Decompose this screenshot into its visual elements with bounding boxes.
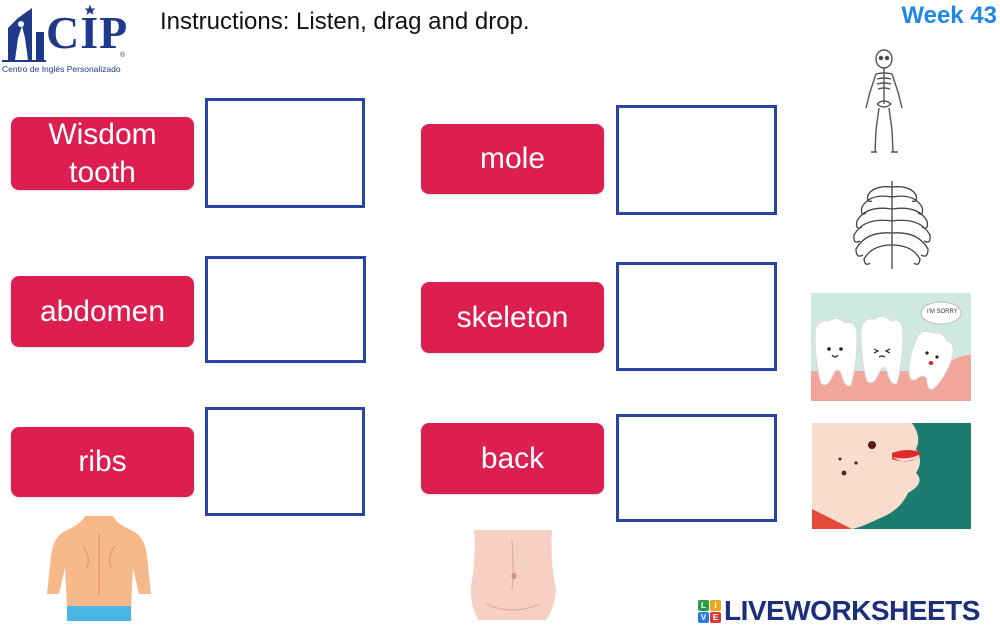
abdomen-icon bbox=[466, 530, 559, 620]
face-mole-icon bbox=[812, 423, 922, 529]
label-ribs-text: ribs bbox=[78, 445, 127, 478]
liveworksheets-logo-icon: L I V E bbox=[698, 599, 721, 623]
skeleton-picture bbox=[858, 48, 910, 158]
cip-logo: CIP ® Centro de Inglés Personalizado bbox=[2, 4, 132, 74]
week-label: Week 43 bbox=[901, 2, 997, 29]
label-back-text: back bbox=[480, 441, 545, 475]
mole-picture bbox=[812, 423, 971, 529]
logo-registered: ® bbox=[120, 52, 126, 59]
back-picture bbox=[47, 516, 152, 621]
teeth-icon bbox=[811, 301, 971, 401]
label-ribs[interactable]: ribs bbox=[11, 427, 194, 497]
star-icon bbox=[84, 4, 96, 15]
liveworksheets-brand: L I V E LIVEWORKSHEETS bbox=[698, 595, 980, 626]
logo-text: CIP bbox=[46, 7, 129, 58]
logo-letter-i: I bbox=[710, 599, 721, 611]
label-abdomen[interactable]: abdomen bbox=[11, 276, 194, 347]
label-mole[interactable]: mole bbox=[421, 124, 604, 194]
drop-zone-5[interactable] bbox=[616, 262, 777, 371]
logo-letter-v: V bbox=[698, 611, 709, 623]
brand-text: LIVEWORKSHEETS bbox=[724, 595, 980, 626]
back-icon bbox=[47, 516, 151, 621]
label-wisdom-tooth-line1: Wisdom bbox=[48, 117, 157, 151]
drop-zone-4[interactable] bbox=[616, 105, 777, 215]
wisdom-tooth-picture: I'M SORRY bbox=[811, 293, 971, 401]
label-skeleton[interactable]: skeleton bbox=[421, 282, 604, 353]
label-skeleton-text: skeleton bbox=[456, 300, 569, 334]
label-wisdom-tooth-line2: tooth bbox=[69, 155, 136, 189]
drop-zone-6[interactable] bbox=[616, 414, 777, 522]
ribcage-icon bbox=[853, 181, 931, 269]
drop-zone-1[interactable] bbox=[205, 98, 365, 208]
logo-letter-e: E bbox=[710, 611, 721, 623]
logo-letter-l: L bbox=[698, 599, 709, 611]
teeth-speech-bubble: I'M SORRY bbox=[927, 309, 958, 315]
logo-tagline: Centro de Inglés Personalizado bbox=[2, 64, 121, 74]
label-mole-text: mole bbox=[479, 142, 546, 175]
drop-zone-2[interactable] bbox=[205, 256, 366, 363]
skeleton-icon bbox=[865, 49, 903, 153]
ribcage-picture bbox=[850, 177, 934, 272]
abdomen-picture bbox=[466, 530, 559, 620]
instructions-text: Instructions: Listen, drag and drop. bbox=[160, 8, 530, 35]
drop-zone-3[interactable] bbox=[205, 407, 365, 516]
label-abdomen-text: abdomen bbox=[39, 294, 166, 328]
label-back[interactable]: back bbox=[421, 423, 604, 494]
label-wisdom-tooth[interactable]: Wisdom tooth bbox=[11, 117, 194, 190]
cip-logo-icon bbox=[2, 8, 46, 62]
